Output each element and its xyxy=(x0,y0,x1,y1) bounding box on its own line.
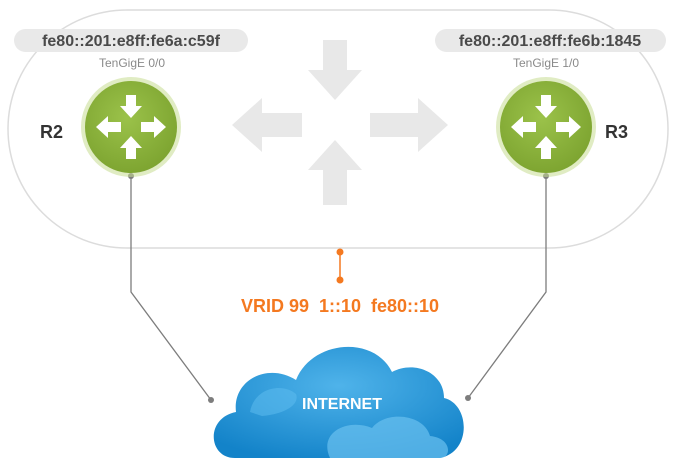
right-router-interface: TenGigE 1/0 xyxy=(513,56,579,70)
left-address-pill xyxy=(14,29,248,52)
router-r2 xyxy=(81,77,181,177)
cloud-label: INTERNET xyxy=(302,396,382,413)
link-r2-internet xyxy=(130,176,212,401)
left-router-name: R2 xyxy=(40,122,63,142)
router-r3 xyxy=(496,77,596,177)
router-icon xyxy=(85,81,177,173)
vrrp-group-outline xyxy=(7,9,669,249)
router-icon xyxy=(500,81,592,173)
vrrp-connector xyxy=(336,248,344,284)
vrrp-label: VRID 99 1::10 fe80::10 xyxy=(241,296,439,316)
link-dot xyxy=(465,395,471,401)
arrows-icon xyxy=(232,40,448,205)
cloud-icon xyxy=(213,346,464,458)
link-r3-internet xyxy=(467,176,547,399)
right-router-name: R3 xyxy=(605,122,628,142)
link-dot xyxy=(208,397,214,403)
right-address-pill xyxy=(435,29,666,52)
link-lines xyxy=(130,176,547,401)
left-router-interface: TenGigE 0/0 xyxy=(99,56,165,70)
right-router-address: fe80::201:e8ff:fe6b:1845 xyxy=(459,33,641,50)
left-router-address: fe80::201:e8ff:fe6a:c59f xyxy=(42,33,221,50)
